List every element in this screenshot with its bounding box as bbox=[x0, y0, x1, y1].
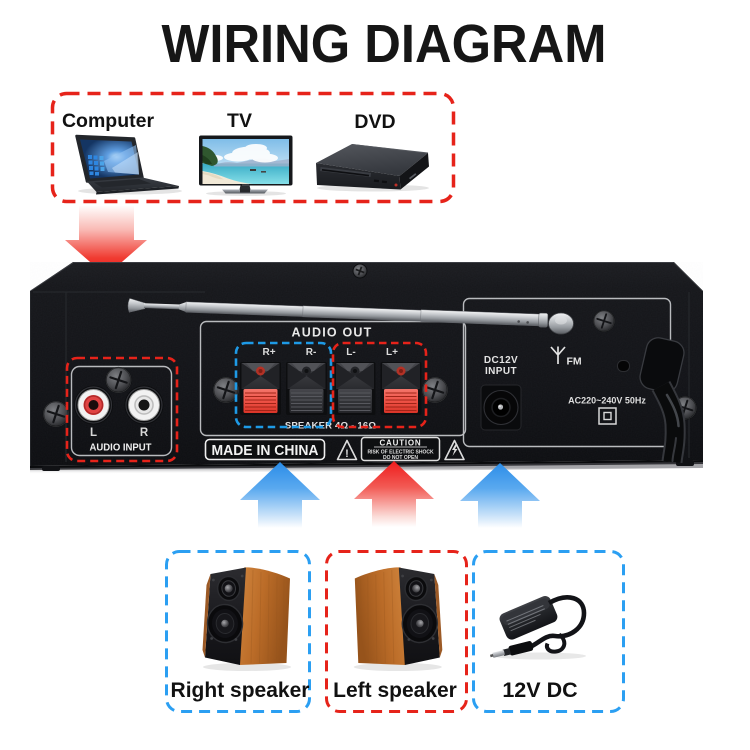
svg-text:R+: R+ bbox=[262, 347, 275, 358]
svg-text:DC12V: DC12V bbox=[484, 355, 518, 366]
svg-text:SPEAKER 4Ω - 16Ω: SPEAKER 4Ω - 16Ω bbox=[285, 421, 376, 432]
svg-text:12V DC: 12V DC bbox=[502, 678, 577, 702]
svg-text:L+: L+ bbox=[386, 347, 398, 358]
svg-text:RISK OF ELECTRIC SHOCK: RISK OF ELECTRIC SHOCK bbox=[367, 450, 434, 456]
svg-text:AUDIO OUT: AUDIO OUT bbox=[292, 326, 373, 340]
svg-text:Computer: Computer bbox=[62, 110, 154, 132]
svg-text:MADE IN CHINA: MADE IN CHINA bbox=[212, 443, 320, 459]
svg-text:DVD: DVD bbox=[354, 111, 395, 133]
svg-text:L-: L- bbox=[346, 347, 355, 358]
svg-text:Left speaker: Left speaker bbox=[333, 679, 457, 702]
svg-text:DO NOT OPEN: DO NOT OPEN bbox=[383, 455, 418, 461]
svg-text:AUDIO INPUT: AUDIO INPUT bbox=[90, 443, 152, 454]
svg-text:WIRING DIAGRAM: WIRING DIAGRAM bbox=[162, 14, 607, 74]
svg-text:INPUT: INPUT bbox=[485, 366, 517, 377]
svg-text:L: L bbox=[90, 427, 97, 439]
svg-text:Right speaker: Right speaker bbox=[171, 679, 310, 702]
svg-text:R: R bbox=[140, 427, 149, 439]
svg-text:CAUTION: CAUTION bbox=[379, 439, 421, 448]
svg-text:R-: R- bbox=[306, 347, 317, 358]
svg-text:AC220~240V 50Hz: AC220~240V 50Hz bbox=[568, 396, 646, 406]
svg-text:!: ! bbox=[345, 448, 349, 460]
svg-text:FM: FM bbox=[567, 356, 582, 368]
svg-text:TV: TV bbox=[227, 110, 252, 132]
